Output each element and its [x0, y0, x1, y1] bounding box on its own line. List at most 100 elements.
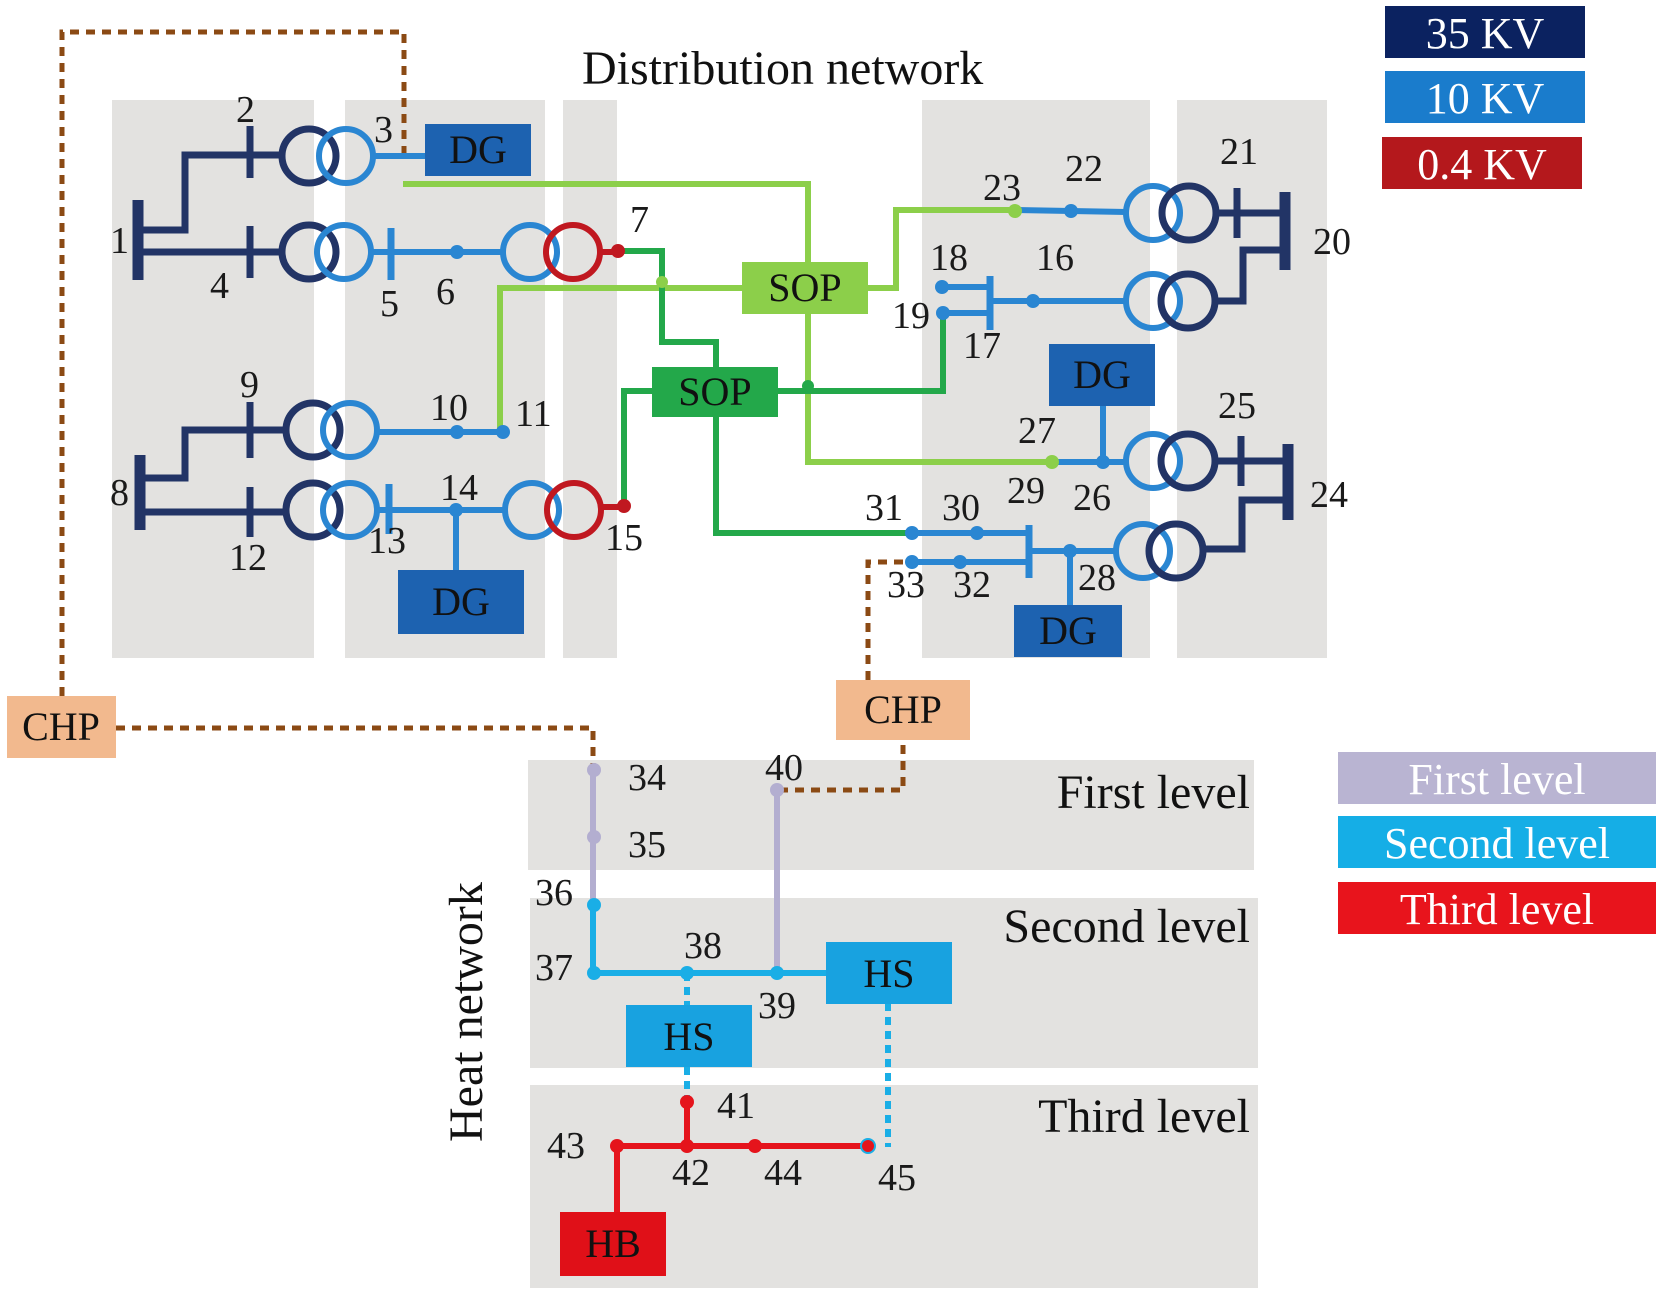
label-13: 13 — [368, 520, 406, 562]
label-12: 12 — [229, 537, 267, 579]
kv35-left — [132, 125, 344, 541]
node-30 — [970, 526, 984, 540]
sop-label-1: SOP — [768, 265, 841, 310]
heat-nodes — [587, 763, 876, 1154]
label-32: 32 — [953, 564, 991, 606]
kv04-left-nodes — [611, 244, 631, 513]
panel-first-level — [528, 760, 1254, 870]
label-43: 43 — [547, 1125, 585, 1167]
chp-left-to-bus3 — [59, 29, 407, 696]
kv10-right-nodes — [905, 204, 1110, 569]
legend-35kv-swatch — [1385, 6, 1585, 58]
node-14 — [449, 503, 463, 517]
label-42: 42 — [672, 1152, 710, 1194]
label-29: 29 — [1007, 470, 1045, 512]
transformer-14-primary — [502, 480, 562, 540]
node-34 — [587, 763, 601, 777]
node-15 — [617, 499, 631, 513]
transformer-12-primary — [282, 479, 344, 541]
hs-box-right — [826, 942, 952, 1004]
label-31: 31 — [865, 487, 903, 529]
transformer-24-secondary — [1113, 521, 1173, 581]
label-39: 39 — [758, 985, 796, 1027]
sop1-link-23 — [868, 207, 1015, 291]
label-21: 21 — [1220, 131, 1258, 173]
chp-label-left: CHP — [22, 704, 100, 749]
line-1-2 — [141, 151, 250, 234]
label-5: 5 — [380, 283, 399, 325]
node-28 — [1063, 544, 1077, 558]
heat-network-title: Heat network — [440, 882, 493, 1142]
label-34: 34 — [628, 757, 666, 799]
dg-box-14 — [398, 570, 524, 634]
label-22: 22 — [1065, 148, 1103, 190]
label-38: 38 — [684, 925, 722, 967]
chp-box-right — [836, 680, 970, 740]
hb-label: HB — [585, 1221, 641, 1266]
sop2-link-7 — [618, 248, 719, 372]
node-26 — [1096, 455, 1110, 469]
transformer-21-secondary — [1123, 183, 1183, 243]
label-7: 7 — [630, 199, 649, 241]
node-22 — [1064, 204, 1078, 218]
chp-label-right: CHP — [864, 687, 942, 732]
node-36 — [587, 898, 601, 912]
label-9: 9 — [240, 364, 259, 406]
label-1: 1 — [110, 220, 129, 262]
sop-units: SOP SOP — [652, 262, 868, 417]
sop2-link-15 — [621, 388, 652, 505]
transformer-4-primary — [278, 221, 340, 283]
node-35 — [587, 830, 601, 844]
node-16 — [1026, 294, 1040, 308]
label-17: 17 — [963, 325, 1001, 367]
node-31 — [905, 526, 919, 540]
node-42 — [680, 1139, 694, 1153]
first-level-label: First level — [1057, 766, 1250, 819]
node-37 — [587, 966, 601, 980]
sop2-link-19 — [778, 314, 946, 394]
node-labels: 2 3 1 4 5 6 7 9 10 11 8 14 12 13 15 23 2… — [110, 89, 1351, 1199]
node-11 — [496, 425, 510, 439]
transformer-9-primary — [282, 399, 344, 461]
label-10: 10 — [430, 387, 468, 429]
chp-box-left — [7, 696, 116, 758]
node-23 — [1008, 204, 1022, 218]
node-32 — [953, 555, 967, 569]
legend-third-level-swatch — [1338, 882, 1656, 934]
label-6: 6 — [436, 271, 455, 313]
transformer-25-secondary — [1123, 431, 1183, 491]
node-44 — [748, 1139, 762, 1153]
sop-junction-nodes — [656, 204, 1059, 469]
label-28: 28 — [1078, 557, 1116, 599]
dg-label-26: DG — [1073, 352, 1131, 397]
label-36: 36 — [535, 872, 573, 914]
label-44: 44 — [764, 1152, 802, 1194]
panel-04kv-left — [563, 100, 617, 658]
sop-link-3-29 — [403, 181, 1052, 465]
node-43 — [610, 1139, 624, 1153]
legend-10kv-swatch — [1385, 71, 1585, 123]
chp-left-to-node34 — [116, 725, 596, 770]
label-40: 40 — [765, 747, 803, 789]
panel-35kv-left — [112, 100, 314, 658]
dg-box-28 — [1014, 605, 1122, 657]
heat-units: HS HS HB — [560, 942, 952, 1276]
legend-first-level-swatch — [1338, 752, 1656, 804]
sop2-link-31 — [713, 412, 912, 536]
label-19: 19 — [892, 295, 930, 337]
legend-04kv-swatch — [1382, 137, 1582, 189]
label-11: 11 — [515, 393, 552, 435]
label-27: 27 — [1018, 410, 1056, 452]
kv10-left — [314, 126, 562, 578]
dg-label-3: DG — [449, 127, 507, 172]
legend-first-level-label: First level — [1408, 755, 1585, 804]
label-35: 35 — [628, 824, 666, 866]
dg-units: DG DG DG DG — [398, 124, 1155, 657]
node-33 — [905, 555, 919, 569]
label-20: 20 — [1313, 221, 1351, 263]
hs-label-left: HS — [663, 1014, 714, 1059]
heat-level-legend: First level Second level Third level — [1338, 752, 1656, 934]
label-18: 18 — [930, 237, 968, 279]
legend-third-level-label: Third level — [1400, 885, 1594, 934]
